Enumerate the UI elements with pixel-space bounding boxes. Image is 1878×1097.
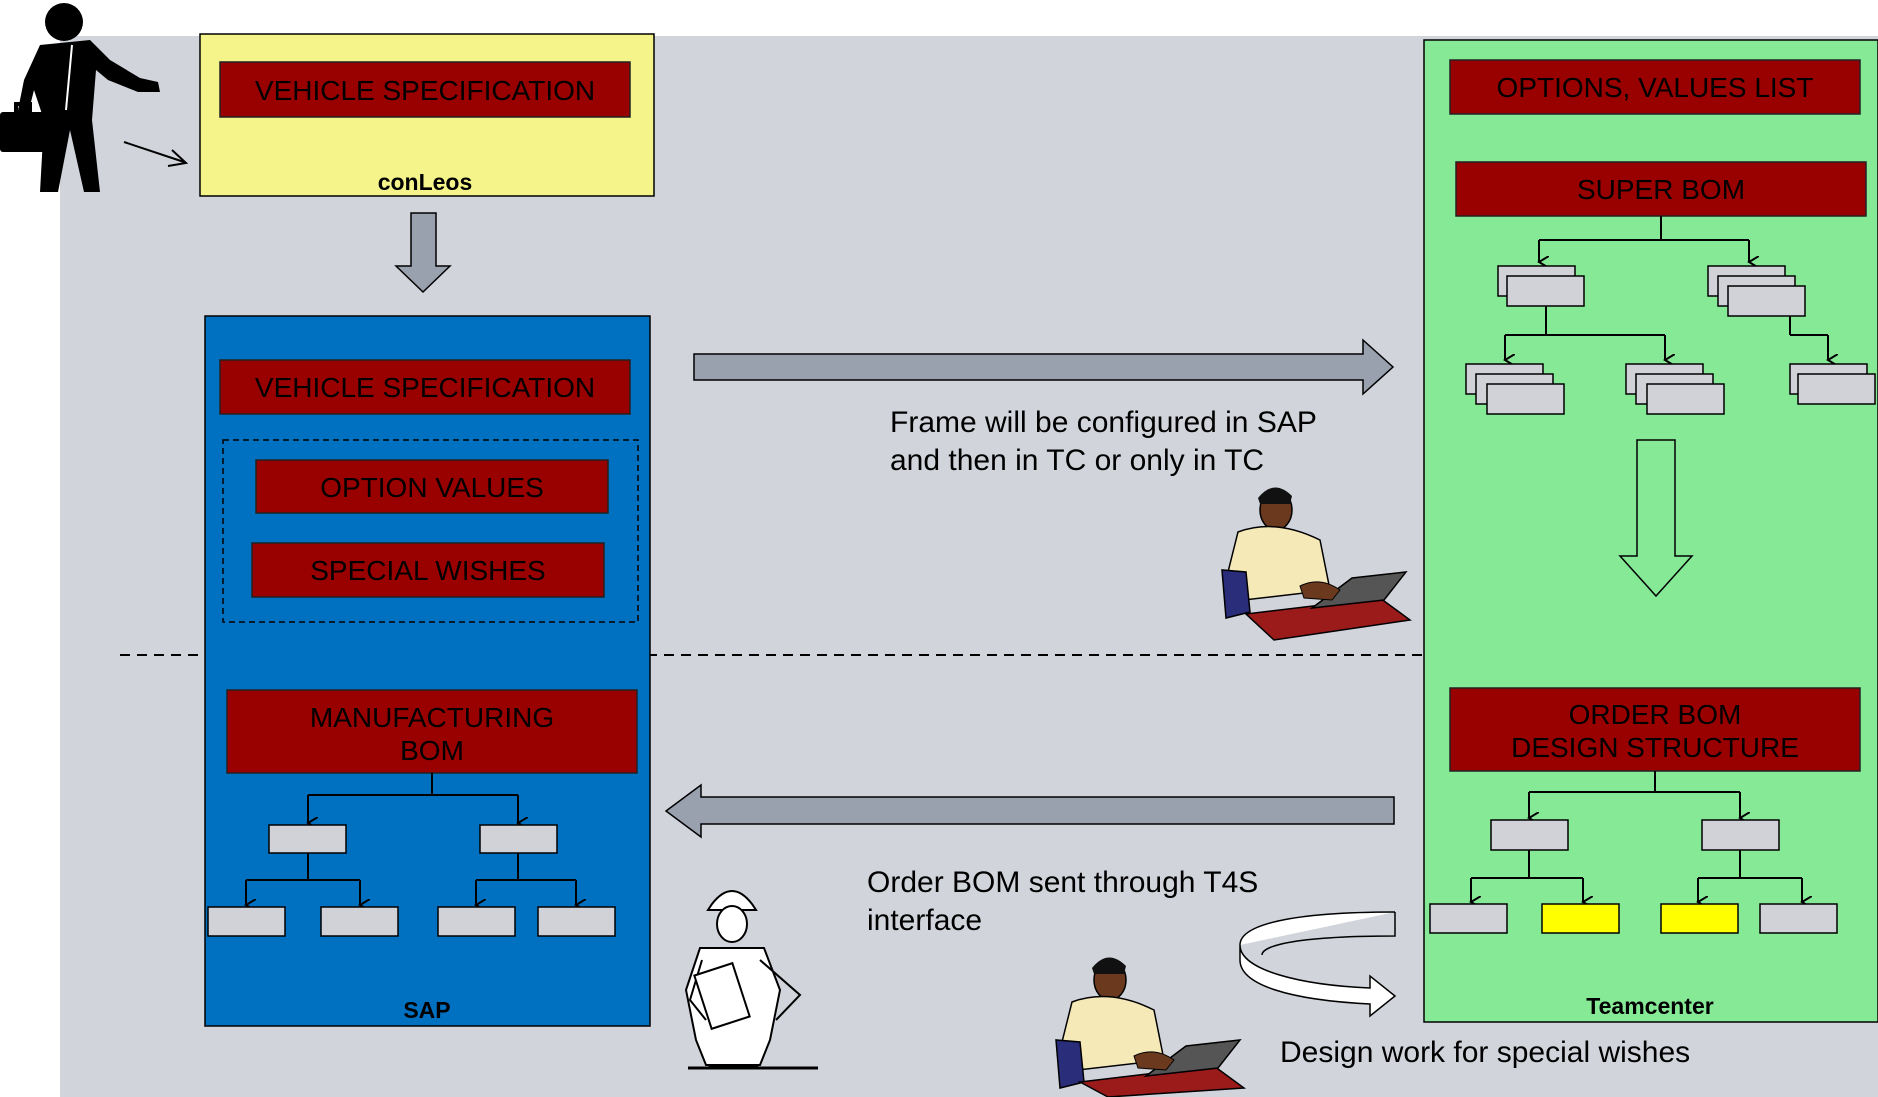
sap-node — [437, 906, 516, 937]
frame-caption-line1: Frame will be configured in SAP — [890, 406, 1317, 439]
down-arrow-conleos-to-sap — [394, 212, 452, 294]
special-wishes-box — [251, 542, 605, 598]
down-arrow-superbom-to-orderbom — [1618, 439, 1694, 598]
super-bom-label: SUPER BOM — [1577, 174, 1745, 205]
super-bom-node — [1486, 383, 1565, 415]
sap-name: SAP — [403, 997, 450, 1023]
mbom-label-line2: BOM — [400, 735, 464, 766]
sap-node — [320, 906, 399, 937]
conleos-name: conLeos — [378, 169, 473, 195]
order-bom-label-line1: ORDER BOM — [1569, 699, 1742, 730]
arrow-sap-to-teamcenter — [693, 338, 1395, 396]
mbom-label-line1: MANUFACTURING — [310, 702, 554, 733]
sap-options-group — [222, 439, 639, 623]
sap-bom-tree — [246, 773, 576, 905]
conleos-panel: VEHICLE SPECIFICATION conLeos — [199, 33, 655, 197]
super-bom-tree — [1505, 216, 1828, 360]
teamcenter-panel: OPTIONS, VALUES LIST SUPER BOM — [1423, 39, 1878, 1023]
engineer-at-laptop-icon — [1055, 957, 1247, 1097]
order-bom-node — [1759, 903, 1838, 934]
order-bom-label-line2: DESIGN STRUCTURE — [1511, 732, 1799, 763]
frame-caption-line2: and then in TC or only in TC — [890, 444, 1265, 477]
order-bom-node — [1490, 819, 1569, 851]
super-bom-node — [1797, 373, 1876, 405]
order-caption-line2: interface — [867, 904, 983, 937]
engineer-at-laptop-icon — [1221, 487, 1412, 641]
teamcenter-name: Teamcenter — [1586, 993, 1713, 1019]
sap-spec-box — [219, 359, 631, 415]
super-bom-node — [1727, 285, 1806, 317]
super-bom-node — [1506, 275, 1585, 307]
worker-with-clipboard-icon — [684, 890, 818, 1070]
order-bom-node — [1701, 819, 1780, 851]
sap-spec-label: VEHICLE SPECIFICATION — [255, 372, 595, 403]
option-values-label: OPTION VALUES — [320, 472, 544, 503]
super-bom-node — [1646, 383, 1725, 415]
super-bom-box — [1455, 161, 1867, 217]
frame-config-caption: Frame will be configured in SAP and then… — [890, 404, 1317, 480]
sap-node — [537, 906, 616, 937]
options-values-list-label: OPTIONS, VALUES LIST — [1497, 72, 1814, 103]
order-bom-caption: Order BOM sent through T4S interface — [867, 864, 1258, 940]
order-bom-tree — [1471, 771, 1802, 902]
conleos-spec-box — [219, 61, 631, 118]
order-bom-node-special — [1541, 903, 1620, 934]
order-caption-line1: Order BOM sent through T4S — [867, 866, 1259, 899]
arrow-teamcenter-to-sap — [664, 783, 1395, 839]
conleos-spec-label: VEHICLE SPECIFICATION — [255, 75, 595, 106]
sap-node — [207, 906, 286, 937]
options-values-list-box — [1449, 59, 1861, 115]
design-work-caption: Design work for special wishes — [1280, 1036, 1691, 1069]
mbom-box — [226, 689, 638, 774]
businessman-icon — [0, 3, 189, 192]
special-wishes-label: SPECIAL WISHES — [310, 555, 545, 586]
option-values-box — [255, 459, 609, 514]
sap-node — [268, 824, 347, 854]
sap-node — [479, 824, 558, 854]
order-bom-node-special — [1660, 903, 1739, 934]
circular-arrow-icon — [1239, 911, 1397, 1018]
order-bom-node — [1429, 903, 1508, 934]
sap-panel: VEHICLE SPECIFICATION OPTION VALUES SPEC… — [204, 315, 651, 1027]
